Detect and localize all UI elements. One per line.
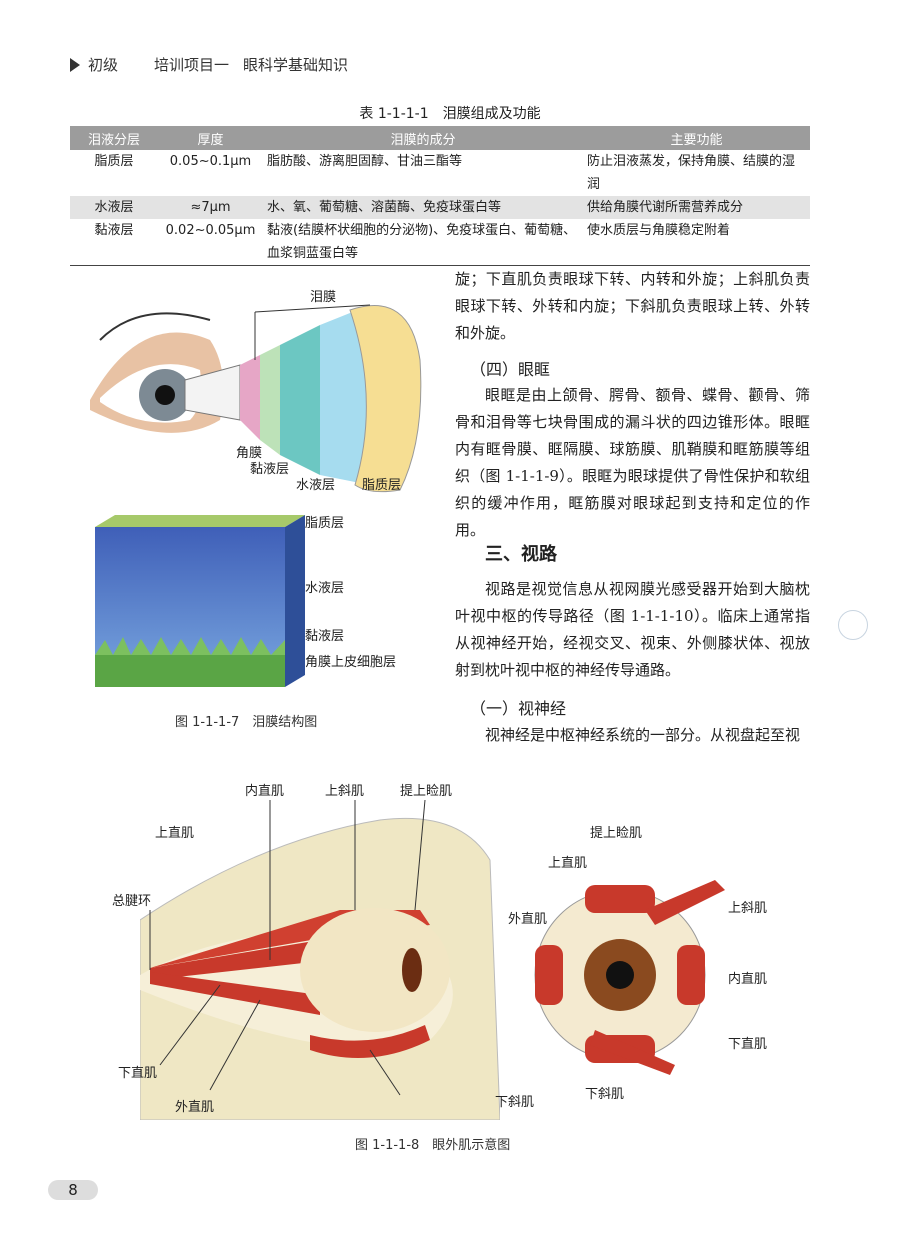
label-superior-oblique: 上斜肌 <box>325 784 365 799</box>
label-levator-front: 提上睑肌 <box>590 826 643 841</box>
label-aqueous-2: 水液层 <box>305 581 345 596</box>
label-medial-rectus: 内直肌 <box>245 784 285 799</box>
figure-caption: 图 1-1-1-7 泪膜结构图 <box>175 715 318 730</box>
table-cell: 供给角膜代谢所需营养成分 <box>583 196 810 219</box>
page-number: 8 <box>48 1180 98 1200</box>
cell-line: 血浆铜蓝蛋白等 <box>267 246 359 261</box>
table-cell: 脂肪酸、游离胆固醇、甘油三酯等 <box>267 154 463 169</box>
label-annulus: 总腱环 <box>112 894 152 909</box>
table-row: 脂质层 0.05~0.1μm 脂肪酸、游离胆固醇、甘油三酯等 防止泪液蒸发，保持… <box>70 150 810 196</box>
label-epithelium: 角膜上皮细胞层 <box>305 655 397 670</box>
paragraph: 眼眶是由上颌骨、腭骨、额骨、蝶骨、颧骨、筛骨和泪骨等七块骨围成的漏斗状的四边锥形… <box>455 386 810 539</box>
table-caption: 表 1-1-1-1 泪膜组成及功能 <box>359 106 541 122</box>
tear-film-eye-illustration <box>90 304 422 493</box>
label-superior-rectus: 上直肌 <box>155 826 195 841</box>
header-subject: 眼科学基础知识 <box>243 56 349 74</box>
table-cell: 0.05~0.1μm <box>169 154 252 169</box>
table-cell: 黏液(结膜杯状细胞的分泌物)、免疫球蛋白、葡萄糖、 血浆铜蓝蛋白等 <box>263 219 583 266</box>
running-header: 初级 培训项目一 眼科学基础知识 <box>70 54 348 75</box>
table-header: 厚度 <box>158 126 263 150</box>
table-row: 黏液层 0.02~0.05μm 黏液(结膜杯状细胞的分泌物)、免疫球蛋白、葡萄糖… <box>70 219 810 266</box>
table-cell: 水液层 <box>70 196 158 219</box>
label-inferior-rectus-front: 下直肌 <box>728 1037 768 1052</box>
table-cell: 黏液层 <box>70 219 158 266</box>
label-superior-oblique-front: 上斜肌 <box>728 901 768 916</box>
label-inferior-oblique-front: 下斜肌 <box>585 1087 625 1102</box>
tear-film-table: 泪液分层 厚度 泪膜的成分 主要功能 脂质层 0.05~0.1μm 脂肪酸、游离… <box>70 126 810 266</box>
table-cell: ≈7μm <box>158 196 263 219</box>
watermark-stamp <box>838 610 868 640</box>
label-aqueous: 水液层 <box>296 478 336 493</box>
label-mucin: 黏液层 <box>250 462 290 477</box>
label-inferior-rectus: 下直肌 <box>118 1066 158 1081</box>
label-lipid: 脂质层 <box>362 478 402 493</box>
paragraph: 视神经是中枢神经系统的一部分。从视盘起至视 <box>485 726 801 744</box>
header-project: 培训项目一 <box>154 56 230 74</box>
table-cell: 脂质层 <box>94 154 134 169</box>
paragraph: 视路是视觉信息从视网膜光感受器开始到大脑枕叶视中枢的传导路径（图 1-1-1-1… <box>455 580 810 679</box>
label-mucin-2: 黏液层 <box>305 629 345 644</box>
section-heading: （四）眼眶 <box>470 360 551 379</box>
section-heading: 三、视路 <box>485 544 557 565</box>
label-lipid-2: 脂质层 <box>305 516 345 531</box>
header-level: 初级 <box>88 56 119 74</box>
eyeball-front-illustration <box>534 880 725 1075</box>
table-cell: 防止泪液蒸发，保持角膜、结膜的湿润 <box>587 154 796 192</box>
figure-caption: 图 1-1-1-8 眼外肌示意图 <box>355 1138 511 1153</box>
table-row: 水液层 ≈7μm 水、氧、葡萄糖、溶菌酶、免疫球蛋白等 供给角膜代谢所需营养成分 <box>70 196 810 219</box>
label-cornea: 角膜 <box>236 446 263 461</box>
triangle-icon <box>70 57 80 72</box>
label-lateral-rectus-front: 外直肌 <box>508 912 548 927</box>
label-medial-rectus-front: 内直肌 <box>728 972 768 987</box>
label-levator: 提上睑肌 <box>400 784 453 799</box>
label-superior-rectus-front: 上直肌 <box>548 856 588 871</box>
orbit-muscles-illustration <box>140 800 500 1120</box>
label-inferior-oblique: 下斜肌 <box>495 1095 535 1110</box>
label-lateral-rectus: 外直肌 <box>175 1100 215 1115</box>
cell-line: 黏液(结膜杯状细胞的分泌物)、免疫球蛋白、葡萄糖、 <box>267 223 577 238</box>
table-header: 主要功能 <box>583 126 810 150</box>
table-cell: 使水质层与角膜稳定附着 <box>583 219 810 266</box>
label-tear-film: 泪膜 <box>310 290 337 305</box>
tear-film-block-illustration <box>95 515 305 687</box>
table-cell: 0.02~0.05μm <box>158 219 263 266</box>
table-header: 泪液分层 <box>70 126 158 150</box>
table-cell: 水、氧、葡萄糖、溶菌酶、免疫球蛋白等 <box>263 196 583 219</box>
paragraph: 旋；下直肌负责眼球下转、内转和外旋；上斜肌负责眼球下转、外转和内旋；下斜肌负责眼… <box>455 270 810 342</box>
section-heading: （一）视神经 <box>470 699 567 718</box>
table-header: 泪膜的成分 <box>263 126 583 150</box>
table-header-row: 泪液分层 厚度 泪膜的成分 主要功能 <box>70 126 810 150</box>
